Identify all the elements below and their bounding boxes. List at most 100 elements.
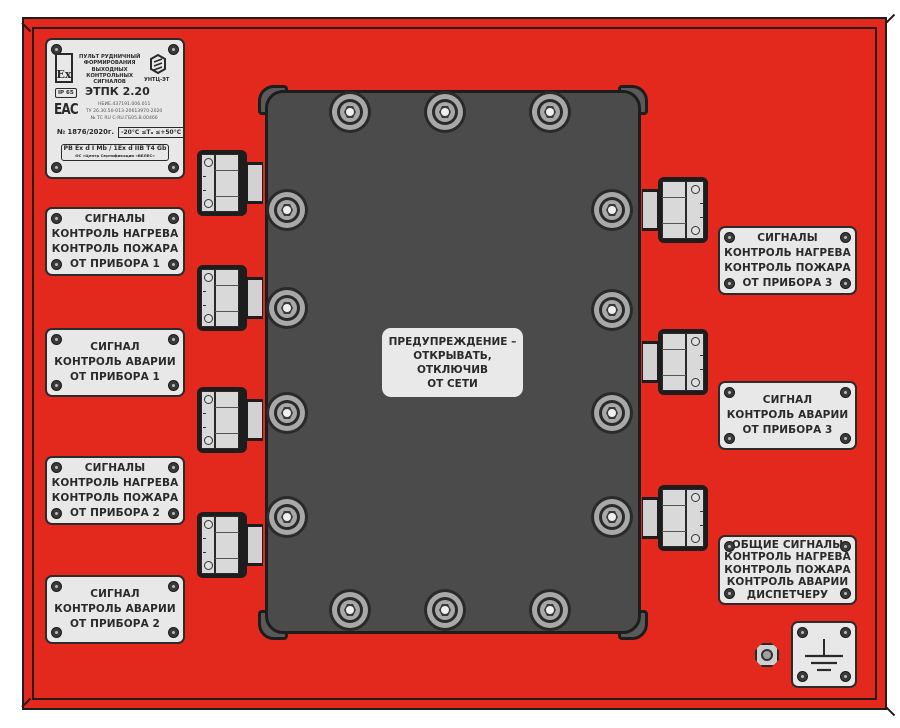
product-name-line: КОНТРОЛЬНЫХ <box>86 72 134 79</box>
warning-line: ОТКРЫВАТЬ, ОТКЛЮЧИВ <box>413 349 492 376</box>
label-line: КОНТРОЛЬ НАГРЕВА <box>51 476 179 489</box>
signal-label-left: СИГНАЛЫ КОНТРОЛЬ НАГРЕВА КОНТРОЛЬ ПОЖАРА ОТ… <box>45 456 185 525</box>
ex-marking-text: PB Ex d I Mb / 1Ex d IIB T4 Gb <box>63 145 167 152</box>
label-line: ОТ ПРИБОРА 3 <box>742 424 833 436</box>
screw-icon <box>840 588 851 599</box>
label-line: КОНТРОЛЬ НАГРЕВА <box>51 227 179 240</box>
frame-bevel-br <box>885 706 896 717</box>
screw-icon <box>51 508 62 519</box>
cover-bolt-icon <box>266 496 308 538</box>
signal-label-left: СИГНАЛ КОНТРОЛЬ АВАРИИ ОТ ПРИБОРА 2 <box>45 575 185 644</box>
label-line: ОТ ПРИБОРА 1 <box>70 257 160 270</box>
cable-gland-icon <box>638 329 708 395</box>
label-line: КОНТРОЛЬ АВАРИИ <box>54 603 176 615</box>
serial-number: № 1876/2020г. <box>57 128 114 136</box>
screw-icon <box>168 162 179 173</box>
label-line: СИГНАЛЫ <box>84 461 146 474</box>
screw-icon <box>724 433 735 444</box>
cover-bolt-icon <box>591 392 633 434</box>
screw-icon <box>168 213 179 224</box>
ex-mark-text: Ex <box>56 68 72 81</box>
cable-gland-icon <box>197 387 267 453</box>
label-line: ОТ ПРИБОРА 2 <box>70 618 160 630</box>
label-line: КОНТРОЛЬ НАГРЕВА <box>724 246 851 259</box>
screw-icon <box>797 627 808 638</box>
ground-plate <box>791 621 857 688</box>
warning-line: ПРЕДУПРЕЖДЕНИЕ – <box>388 335 517 348</box>
label-line: СИГНАЛЫ <box>84 212 146 225</box>
label-line: ОТ ПРИБОРА 3 <box>742 276 833 289</box>
cover-bolt-icon <box>591 189 633 231</box>
panel-frame-inner-edge <box>32 27 877 700</box>
cable-gland-icon <box>638 485 708 551</box>
ex-mark-icon: Ex <box>55 53 73 83</box>
label-line: КОНТРОЛЬ АВАРИИ <box>726 409 849 421</box>
ex-marking-box: PB Ex d I Mb / 1Ex d IIB T4 Gb ОС «Центр… <box>61 144 169 161</box>
certificate-codes: НБИЕ.437191.006.011 ТУ 26.30.50-013-2061… <box>86 101 162 122</box>
code-line: ТУ 26.30.50-013-20613970-2020 <box>86 109 163 114</box>
product-name-line: ФОРМИРОВАНИЯ <box>83 60 136 67</box>
screw-icon <box>168 334 179 345</box>
cable-gland-icon <box>638 177 708 243</box>
label-line: СИГНАЛ <box>90 588 140 600</box>
screw-icon <box>51 380 62 391</box>
manufacturer-logo-icon <box>150 54 166 74</box>
certification-body-text: ОС «Центр Сертификации «ВЕЛЕС» <box>75 153 155 158</box>
label-line: КОНТРОЛЬ ПОЖАРА <box>51 242 179 255</box>
screw-icon <box>51 462 62 473</box>
model-name: ЭТПК 2.20 <box>85 85 150 98</box>
cable-gland-icon <box>197 265 267 331</box>
screw-icon <box>51 213 62 224</box>
label-line: СИГНАЛ <box>762 394 813 406</box>
screw-icon <box>168 44 179 55</box>
manufacturer-name: УНТЦ-ЭТ <box>144 77 170 83</box>
product-name: ПУЛЬТ РУДНИЧНЫЙ ФОРМИРОВАНИЯ ВЫХОДНЫХ КО… <box>79 54 140 85</box>
cable-gland-icon <box>197 150 267 216</box>
cover-bolt-icon <box>529 91 571 133</box>
cable-gland-icon <box>197 512 267 578</box>
screw-icon <box>840 627 851 638</box>
signal-label-left: СИГНАЛЫ КОНТРОЛЬ НАГРЕВА КОНТРОЛЬ ПОЖАРА ОТ… <box>45 207 185 276</box>
warning-plate: ПРЕДУПРЕЖДЕНИЕ – ОТКРЫВАТЬ, ОТКЛЮЧИВ ОТ … <box>382 328 523 397</box>
label-line: КОНТРОЛЬ ПОЖАРА <box>51 491 179 504</box>
screw-icon <box>840 541 851 552</box>
cover-bolt-icon <box>424 589 466 631</box>
label-line: КОНТРОЛЬ ПОЖАРА <box>724 261 851 274</box>
screw-icon <box>51 259 62 270</box>
warning-line: ОТ СЕТИ <box>427 377 478 390</box>
ip-rating-badge: IP 65 <box>55 88 77 98</box>
screw-icon <box>168 508 179 519</box>
code-line: НБИЕ.437191.006.011 <box>97 102 151 107</box>
cover-bolt-icon <box>266 287 308 329</box>
screw-icon <box>724 387 735 398</box>
screw-icon <box>724 278 735 289</box>
label-line: ОТ ПРИБОРА 1 <box>70 371 160 383</box>
screw-icon <box>51 581 62 592</box>
screw-icon <box>840 232 851 243</box>
screw-icon <box>840 433 851 444</box>
code-line: № ТС RU С-RU.ГБ05.В.00466 <box>90 116 158 121</box>
eac-mark-icon: EAC <box>54 100 79 118</box>
screw-icon <box>168 462 179 473</box>
cover-bolt-icon <box>424 91 466 133</box>
screw-icon <box>724 588 735 599</box>
product-name-line: ВЫХОДНЫХ <box>91 66 128 73</box>
cover-bolt-icon <box>266 189 308 231</box>
temperature-range-badge: -20°C ≤Tₐ ≤+50°C <box>118 127 185 138</box>
product-name-line: СИГНАЛОВ <box>93 79 126 86</box>
screw-icon <box>724 232 735 243</box>
label-line: СИГНАЛ <box>90 341 140 353</box>
label-line: ОТ ПРИБОРА 2 <box>70 506 160 519</box>
screw-icon <box>168 259 179 270</box>
screw-icon <box>51 334 62 345</box>
cover-bolt-icon <box>529 589 571 631</box>
label-line: КОНТРОЛЬ ПОЖАРА <box>724 563 851 576</box>
screw-icon <box>797 671 808 682</box>
cover-bolt-icon <box>266 392 308 434</box>
label-line: ДИСПЕТЧЕРУ <box>746 588 829 601</box>
nameplate: Ex ПУЛЬТ РУДНИЧНЫЙ ФОРМИРОВАНИЯ ВЫХОДНЫХ… <box>45 38 185 179</box>
label-line: КОНТРОЛЬ АВАРИИ <box>726 576 849 589</box>
screw-icon <box>168 380 179 391</box>
